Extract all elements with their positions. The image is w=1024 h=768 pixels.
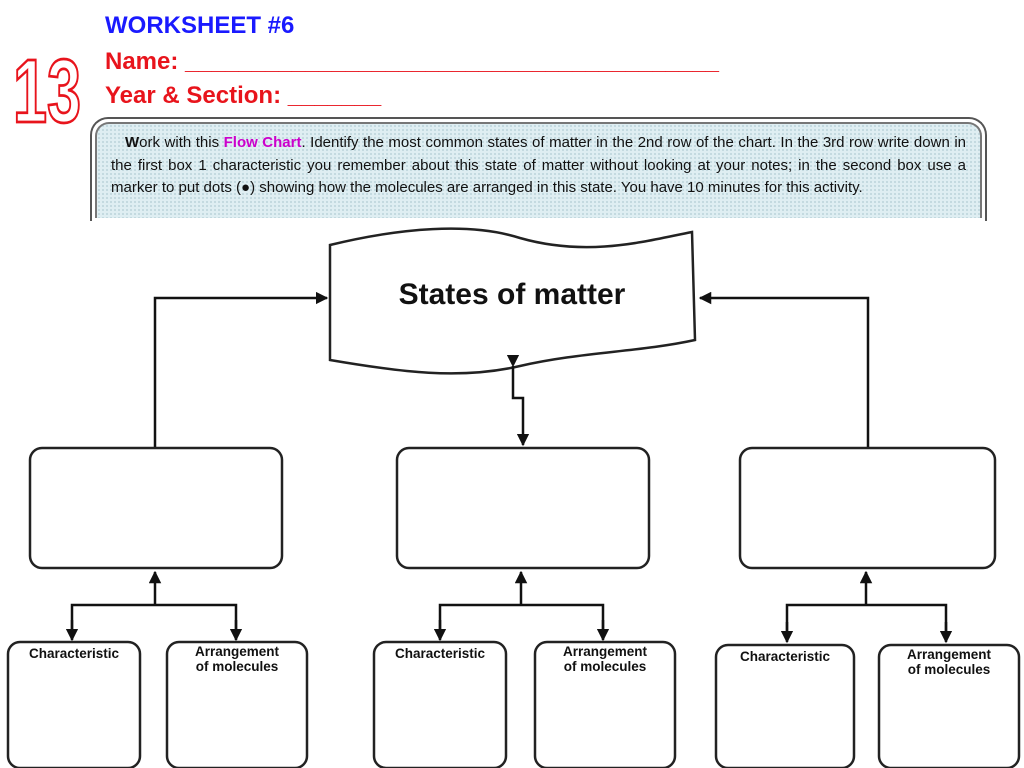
connector-middle-state xyxy=(506,354,530,447)
state-box-2[interactable] xyxy=(395,446,651,570)
page-number-13: 13 xyxy=(12,40,82,130)
year-section-field-line: Year & Section: _______ xyxy=(105,82,382,109)
instructions-text: Work with this Flow Chart. Identify the … xyxy=(111,132,966,200)
arrangement-label-3-line1: Arrangement xyxy=(907,647,992,662)
arrangement-label-2-line2: of molecules xyxy=(564,659,647,674)
group2-branch xyxy=(438,603,605,638)
states-of-matter-label: States of matter xyxy=(399,278,626,311)
group3-branch xyxy=(785,603,948,640)
instructions-inner-panel: Work with this Flow Chart. Identify the … xyxy=(95,122,982,218)
worksheet-title: WORKSHEET #6 xyxy=(105,12,295,39)
flow-chart-highlight: Flow Chart xyxy=(223,134,302,151)
arrangement-label-1-line2: of molecules xyxy=(196,659,279,674)
arrangement-label-3-line2: of molecules xyxy=(908,662,991,677)
page-number-text: 13 xyxy=(13,41,81,130)
name-field-line: Name: __________________________________… xyxy=(105,48,719,75)
state-box-1[interactable] xyxy=(28,446,284,570)
characteristic-label-3: Characteristic xyxy=(740,649,831,664)
arrangement-box-3[interactable] xyxy=(877,643,1021,768)
arrangement-label-2-line1: Arrangement xyxy=(563,644,648,659)
characteristic-label-1: Characteristic xyxy=(29,646,120,661)
arrangement-label-1-line1: Arrangement xyxy=(195,644,280,659)
instructions-text-after: . Identify the most common states of mat… xyxy=(111,134,966,196)
connector-right-state xyxy=(698,291,875,459)
group1-branch xyxy=(70,603,238,638)
characteristic-box-2[interactable] xyxy=(372,640,508,768)
states-of-matter-banner xyxy=(328,227,697,375)
connector-left-state xyxy=(148,291,329,459)
characteristic-box-1[interactable] xyxy=(6,640,142,768)
characteristic-label-2: Characteristic xyxy=(395,646,486,661)
instructions-text-before: ork with this xyxy=(139,134,224,151)
arrangement-box-2[interactable] xyxy=(533,640,677,768)
state-box-3[interactable] xyxy=(738,446,997,570)
characteristic-box-3[interactable] xyxy=(714,643,856,768)
instructions-panel: Work with this Flow Chart. Identify the … xyxy=(90,117,987,221)
arrangement-box-1[interactable] xyxy=(165,640,309,768)
instructions-lead-letter: W xyxy=(125,134,140,151)
